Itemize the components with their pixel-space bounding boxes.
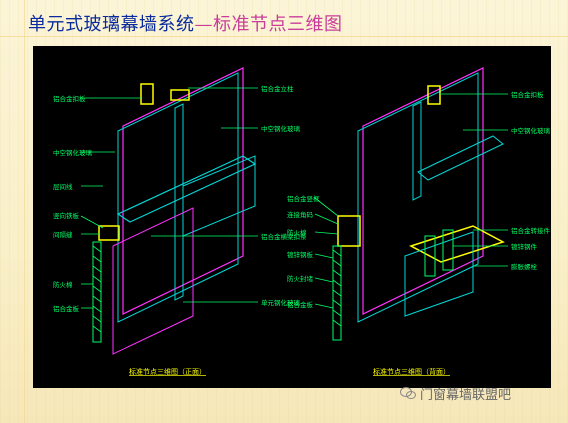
right-insulation-hatch <box>332 249 342 327</box>
left-right-label-2: 中空钢化玻璃 <box>261 124 301 133</box>
left-glass-panel-lower <box>112 207 194 355</box>
left-glass-panel-upper <box>122 67 244 315</box>
slide-title: 单元式玻璃幕墙系统—标准节点三维图 <box>28 10 343 36</box>
watermark-text: 门窗幕墙联盟吧 <box>420 388 512 403</box>
right-bolt-2 <box>442 229 454 271</box>
right-mid-bracket <box>337 215 361 247</box>
decorative-vertical-rule <box>24 0 25 423</box>
right-insulation <box>332 245 342 341</box>
left-assembly: 铝合金扣板 中空钢化玻璃 层间线 竖向铁板 间隔缝 防火棉 铝合金板 铝合金立柱… <box>53 67 307 376</box>
title-dash: — <box>194 14 213 35</box>
title-sub: 标准节点三维图 <box>213 14 343 35</box>
right-caption: 标准节点三维图（背面） <box>373 367 450 376</box>
right-right-label-3: 铝合金转接件 <box>511 226 551 235</box>
right-right-label-2: 中空钢化玻璃 <box>511 126 551 135</box>
left-mullion <box>174 103 184 301</box>
right-glass-panel-cyan <box>357 72 479 323</box>
cad-drawing: 铝合金扣板 中空钢化玻璃 层间线 竖向铁板 间隔缝 防火棉 铝合金板 铝合金立柱… <box>53 67 551 376</box>
right-right-label-1: 铝合金扣板 <box>511 90 544 99</box>
left-transom <box>116 155 257 223</box>
right-top-bracket <box>427 85 441 105</box>
left-label-5: 间隔缝 <box>53 230 73 239</box>
left-right-label-1: 铝合金立柱 <box>261 84 294 93</box>
title-main: 单元式玻璃幕墙系统 <box>28 14 195 35</box>
left-caption: 标准节点三维图（正面） <box>129 367 206 376</box>
right-glass-panel <box>362 67 484 315</box>
left-right-label-4: 单元钢化玻璃 <box>261 298 301 307</box>
right-left-label-3: 防火棉 <box>287 228 307 237</box>
right-bolt-1 <box>424 235 436 277</box>
left-transom-box <box>182 155 256 237</box>
right-left-label-5: 防火封堵 <box>287 274 314 283</box>
left-insulation-hatch <box>92 245 102 333</box>
wechat-icon <box>400 387 416 399</box>
right-steel-bracket <box>409 225 505 263</box>
right-transom <box>417 135 504 181</box>
left-label-7: 铝合金板 <box>53 304 80 313</box>
right-leaders <box>314 93 508 309</box>
right-right-label-4: 镀锌钢件 <box>511 242 538 251</box>
left-label-2: 中空钢化玻璃 <box>53 148 93 157</box>
left-glass-panel-cyan <box>117 72 239 323</box>
cad-diagram: 铝合金扣板 中空钢化玻璃 层间线 竖向铁板 间隔缝 防火棉 铝合金板 铝合金立柱… <box>33 46 551 388</box>
right-left-label-4: 镀锌钢板 <box>287 250 314 259</box>
left-label-6: 防火棉 <box>53 280 73 289</box>
left-label-1: 铝合金扣板 <box>53 94 86 103</box>
right-left-label-2: 连接角码 <box>287 210 314 219</box>
right-left-label-6: 铝合金板 <box>287 300 314 309</box>
right-left-label-1: 铝合金竖框 <box>287 194 320 203</box>
left-label-4: 竖向铁板 <box>53 211 80 220</box>
decorative-horizontal-rule <box>0 36 568 37</box>
left-top-bracket-2 <box>170 89 190 101</box>
right-mullion <box>412 101 422 201</box>
right-embed-plate <box>404 231 474 317</box>
left-mid-bracket <box>98 225 120 241</box>
left-label-3: 层间线 <box>53 182 73 191</box>
right-assembly: 铝合金竖框 连接角码 防火棉 镀锌钢板 防火封堵 铝合金板 铝合金扣板 中空钢化… <box>287 67 551 376</box>
left-right-label-3: 铝合金横梁扣条 <box>261 232 307 241</box>
left-top-bracket <box>140 83 154 105</box>
left-leaders <box>80 87 258 309</box>
right-right-label-5: 膨胀螺栓 <box>511 262 538 271</box>
